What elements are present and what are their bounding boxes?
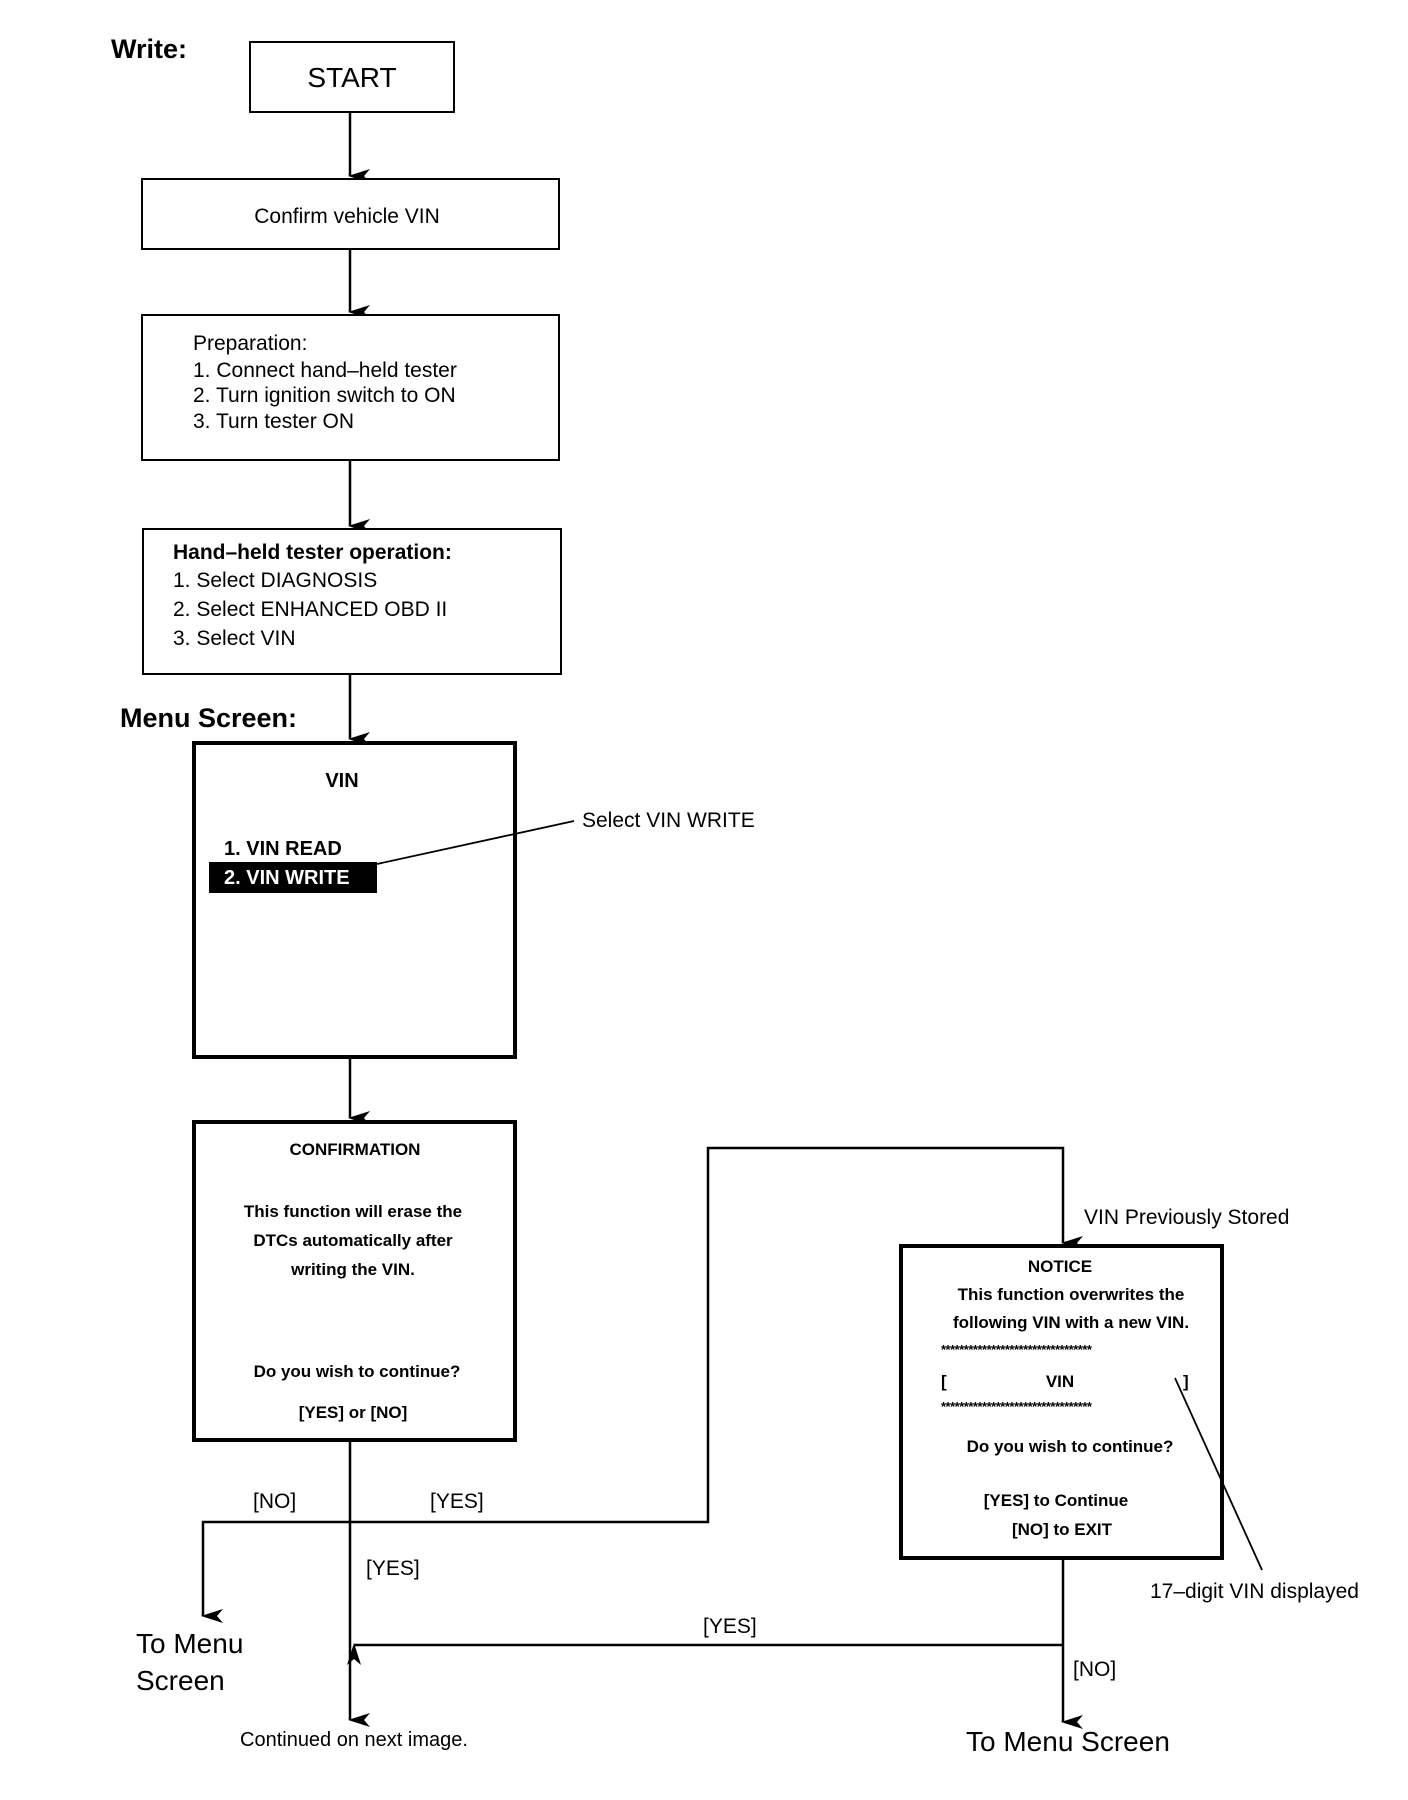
arrow-no-to-menu: [201, 1520, 350, 1623]
label-no-notice: [NO]: [1073, 1658, 1116, 1681]
tester-step-3: 3. Select VIN: [173, 627, 296, 650]
preparation-step-1: 1. Connect hand–held tester: [193, 359, 457, 382]
notice-bracket-close: ]: [1183, 1372, 1189, 1391]
start-box: [249, 41, 455, 113]
label-no-left: [NO]: [253, 1490, 296, 1513]
notice-vin: VIN: [1046, 1372, 1074, 1391]
notice-option-no: [NO] to EXIT: [1012, 1520, 1113, 1539]
label-yes-right: [YES]: [430, 1490, 484, 1513]
preparation-step-2: 2. Turn ignition switch to ON: [193, 384, 456, 407]
notice-stars-top: *********************************: [941, 1342, 1093, 1357]
write-heading: Write:: [111, 34, 187, 64]
label-yes-notice: [YES]: [703, 1615, 757, 1638]
confirmation-body-2: DTCs automatically after: [253, 1231, 453, 1250]
confirmation-question: Do you wish to continue?: [254, 1362, 461, 1381]
menu-vin-screen: [192, 741, 517, 1059]
notice-option-yes: [YES] to Continue: [984, 1491, 1128, 1510]
preparation-box: [141, 314, 560, 461]
preparation-title: Preparation:: [193, 332, 307, 355]
label-yes-down: [YES]: [366, 1557, 420, 1580]
tester-step-2: 2. Select ENHANCED OBD II: [173, 598, 447, 621]
callout-line-vin-write: [376, 820, 575, 865]
confirmation-body-3: writing the VIN.: [290, 1260, 415, 1279]
notice-body-2: following VIN with a new VIN.: [953, 1313, 1189, 1332]
menu-item-vin-write-highlight: [209, 862, 377, 893]
destination-menu-left-line2: Screen: [136, 1665, 225, 1696]
menu-vin-title: VIN: [325, 770, 358, 792]
notice-question: Do you wish to continue?: [967, 1437, 1174, 1456]
confirmation-title: CONFIRMATION: [290, 1140, 421, 1159]
callout-line-17-digit: [1174, 1377, 1263, 1571]
destination-continued: Continued on next image.: [240, 1729, 468, 1751]
menu-item-vin-read: 1. VIN READ: [224, 838, 342, 860]
preparation-step-3: 3. Turn tester ON: [193, 410, 354, 433]
notice-bracket-open: [: [941, 1372, 947, 1391]
callout-17-digit-vin: 17–digit VIN displayed: [1150, 1580, 1359, 1603]
tester-operation-box: [142, 528, 562, 675]
label-vin-previously-stored: VIN Previously Stored: [1084, 1206, 1289, 1229]
confirmation-body-1: This function will erase the: [244, 1202, 462, 1221]
tester-step-1: 1. Select DIAGNOSIS: [173, 569, 377, 592]
menu-item-vin-write: 2. VIN WRITE: [224, 867, 350, 889]
notice-body-1: This function overwrites the: [958, 1285, 1185, 1304]
menu-screen-heading: Menu Screen:: [120, 703, 297, 733]
destination-menu-right: To Menu Screen: [966, 1726, 1170, 1757]
callout-select-vin-write: Select VIN WRITE: [582, 809, 755, 832]
notice-title: NOTICE: [1028, 1257, 1092, 1276]
confirm-vin-label: Confirm vehicle VIN: [254, 205, 440, 228]
confirm-vin-box: [141, 178, 560, 250]
confirmation-screen: [192, 1120, 517, 1442]
notice-screen: [899, 1244, 1224, 1560]
confirmation-options: [YES] or [NO]: [299, 1403, 408, 1422]
notice-stars-bottom: *********************************: [941, 1399, 1093, 1414]
arrow-yes-to-notice: [350, 1146, 1083, 1524]
start-label: START: [307, 62, 396, 93]
tester-operation-title: Hand–held tester operation:: [173, 541, 452, 564]
destination-menu-left-line1: To Menu: [136, 1628, 243, 1659]
